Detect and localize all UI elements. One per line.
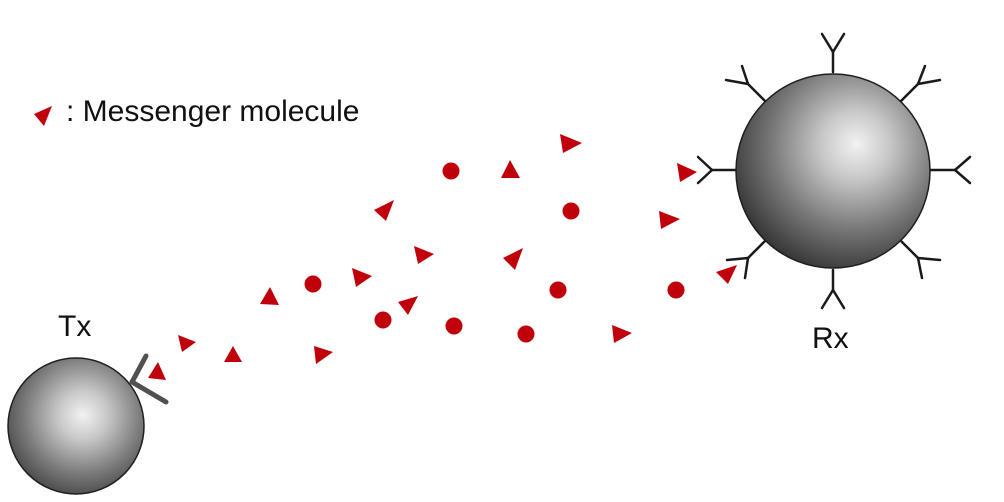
emitter-icon	[129, 353, 169, 405]
receptor-icon-left	[696, 155, 739, 185]
receptor-icon-upper-left	[724, 64, 770, 106]
molecule-circle	[445, 317, 463, 335]
molecule-triangle	[414, 246, 434, 264]
legend: : Messenger molecule	[34, 95, 359, 128]
molecule-triangle	[677, 163, 697, 182]
molecule-circle	[374, 311, 392, 329]
molecule-triangle	[503, 248, 523, 270]
receptor-icon-right	[928, 155, 972, 185]
molecule-triangle	[716, 265, 737, 284]
molecule-triangle	[314, 346, 333, 364]
molecule-circle	[442, 162, 460, 180]
receiver-sphere	[735, 73, 931, 269]
receptor-icon-bottom	[820, 268, 846, 310]
molecule-triangle	[352, 268, 372, 287]
receiver-receptors	[696, 32, 972, 310]
molecule-triangle	[612, 325, 632, 343]
molecule-triangle	[148, 362, 166, 380]
receptor-icon-upper-right	[896, 64, 942, 106]
transmitter-sphere	[7, 357, 145, 495]
receptor-icon-top	[820, 32, 846, 74]
molecule-circle	[562, 202, 580, 220]
messenger-molecules-triangles	[148, 134, 737, 380]
transmitter-label: Tx	[58, 310, 91, 343]
molecule-circle	[304, 275, 322, 293]
molecule-circle	[667, 281, 685, 299]
messenger-molecule-legend-icon	[34, 106, 52, 126]
legend-text: : Messenger molecule	[66, 95, 359, 128]
molecule-triangle	[560, 134, 582, 153]
molecule-triangle	[374, 200, 394, 221]
messenger-molecules-circles	[304, 162, 685, 343]
molecule-circle	[517, 325, 535, 343]
receiver-label: Rx	[812, 322, 849, 355]
molecule-triangle	[178, 335, 196, 352]
receptor-icon-lower-right	[896, 236, 942, 280]
molecule-triangle	[260, 287, 279, 305]
molecule-triangle	[659, 211, 680, 229]
receptor-icon-lower-left	[725, 236, 770, 280]
molecule-triangle	[501, 160, 520, 178]
molecule-circle	[549, 281, 567, 299]
molecule-triangle	[224, 346, 242, 362]
molecule-triangle	[398, 296, 418, 315]
